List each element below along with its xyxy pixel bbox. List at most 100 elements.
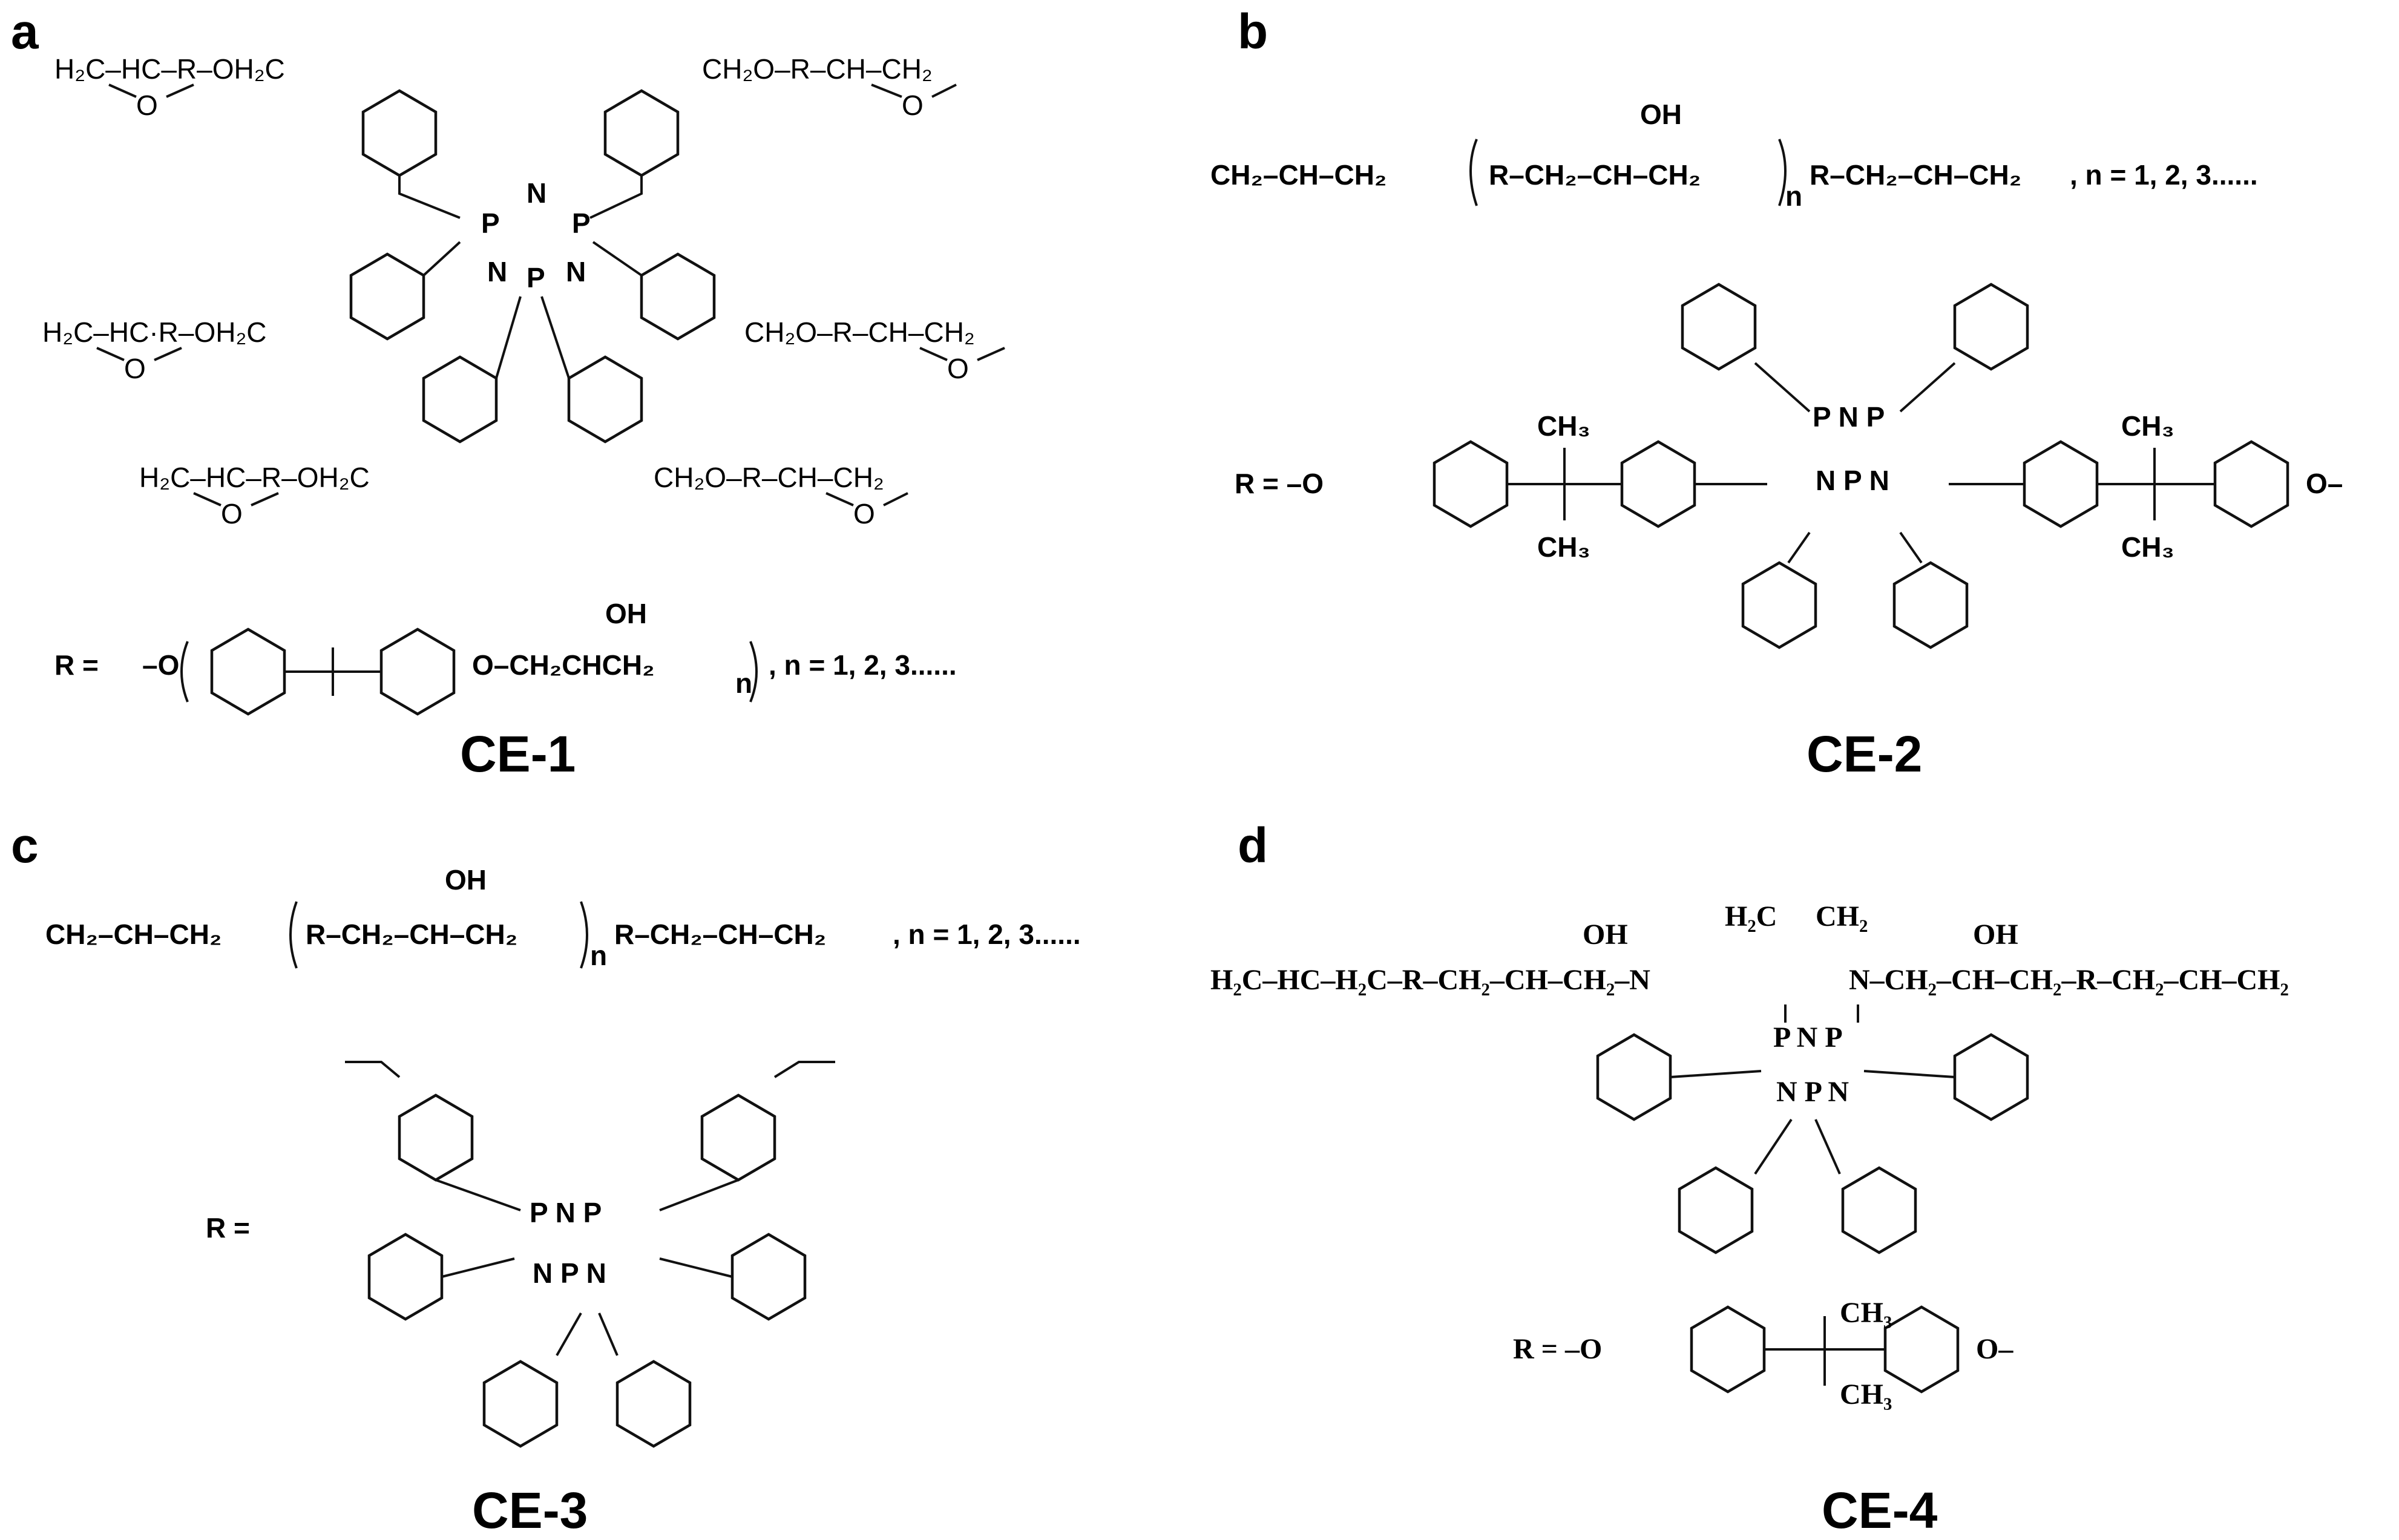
caption-ce-1: CE-1 xyxy=(460,726,576,782)
benzene-ring xyxy=(2213,440,2289,528)
benzene-ring xyxy=(379,627,456,716)
methyl-bottom: CH₃ xyxy=(1537,531,1590,563)
epoxide-rings: O O O O O O xyxy=(96,84,1005,529)
epoxide-oxygen: O xyxy=(947,353,969,384)
caption-ce-2: CE-2 xyxy=(1807,726,1922,782)
benzene-ring xyxy=(1620,440,1696,528)
phosphorus-atom: P xyxy=(527,262,545,293)
benzene-ring xyxy=(1596,1033,1672,1121)
r-definition-d: R = –O CH₃ CH₃ O– xyxy=(1513,1297,2013,1411)
r-equals-label: R = xyxy=(206,1212,250,1243)
benzene-ring xyxy=(1841,1166,1917,1254)
epoxy-group-top-left: H₂C–HC–R–OH₂C xyxy=(54,53,285,85)
nitrogen-atom: N xyxy=(527,177,546,209)
backbone-left: CH₂–CH–CH₂ xyxy=(1210,159,1387,191)
repeat-n: n xyxy=(590,940,607,971)
phosphorus-atom: P xyxy=(481,208,500,239)
benzene-ring xyxy=(615,1360,692,1448)
hydroxyl-label: OH xyxy=(1973,919,2018,951)
phosphazene-ring-c: P N P xyxy=(530,1197,602,1228)
panel-letter-a: a xyxy=(11,4,39,59)
benzene-ring xyxy=(210,627,286,716)
repeat-n: n xyxy=(1785,180,1802,212)
epoxy-group-top-right: CH₂O–R–CH–CH₂ xyxy=(702,53,933,85)
backbone-right: N–CH₂–CH–CH₂–R–CH₂–CH–CH₂ xyxy=(1849,964,2289,996)
phosphazene-ring-d: P N P xyxy=(1773,1021,1843,1053)
r-end-oxygen: O– xyxy=(1976,1333,2013,1365)
phosphazene-ring-b-lower: N P N xyxy=(1816,465,1889,496)
panel-letter-b: b xyxy=(1238,4,1268,59)
epoxide-oxygen: O xyxy=(902,90,924,121)
nitrogen-atom: N xyxy=(487,256,507,287)
backbone-left: H₂C–HC–H₂C–R–CH₂–CH–CH₂–N xyxy=(1210,964,1650,996)
benzene-ring xyxy=(482,1360,559,1448)
phosphazene-ring-b: P N P xyxy=(1813,401,1885,433)
benzene-ring xyxy=(2023,440,2099,528)
epoxy-group-bottom-left: H₂C–HC–R–OH₂C xyxy=(139,462,370,493)
repeat-note: , n = 1, 2, 3...... xyxy=(769,649,957,681)
benzene-ring xyxy=(1433,440,1509,528)
benzene-ring xyxy=(1678,1166,1754,1254)
backbone-left: CH₂–CH–CH₂ xyxy=(45,919,222,950)
benzene-ring xyxy=(1953,1033,2029,1121)
backbone-right: R–CH₂–CH–CH₂ xyxy=(614,919,826,950)
methyl-top: CH₃ xyxy=(1840,1297,1892,1329)
hydroxyl-label: OH xyxy=(1583,919,1628,951)
benzene-ring xyxy=(1741,561,1817,649)
methyl-top: CH₃ xyxy=(1537,410,1590,442)
caption-ce-4: CE-4 xyxy=(1822,1482,1938,1539)
repeat-note: , n = 1, 2, 3...... xyxy=(2070,159,2258,191)
benzene-ring xyxy=(1681,283,1757,371)
panel-a: a H₂C–HC–R–OH₂C CH₂O–R–CH–CH₂ H₂C–HC·R–O… xyxy=(11,4,1005,782)
panel-letter-d: d xyxy=(1238,818,1268,873)
cyclotriphosphazene-core: P P P N N N xyxy=(398,175,643,379)
phosphazene-ring-c-lower: N P N xyxy=(533,1257,606,1289)
benzene-ring xyxy=(1883,1305,1960,1394)
r-chain: O–CH₂CHCH₂ xyxy=(472,649,655,681)
epoxy-group-mid-left: H₂C–HC·R–OH₂C xyxy=(42,316,267,348)
bridge-left: H₂C xyxy=(1725,900,1777,932)
r-equals-label: R = xyxy=(54,649,99,681)
methyl-bottom: CH₃ xyxy=(2121,531,2174,563)
methyl-bottom: CH₃ xyxy=(1840,1378,1892,1411)
phosphazene-ring-d-lower: N P N xyxy=(1776,1076,1849,1108)
r-start-oxygen: –O xyxy=(142,649,179,681)
r-equals-label: R = –O xyxy=(1513,1333,1602,1365)
bridge-right: CH₂ xyxy=(1816,900,1868,932)
benzene-ring xyxy=(730,1233,807,1321)
r-end-oxygen: O– xyxy=(2306,468,2343,499)
epoxide-oxygen: O xyxy=(853,498,875,529)
r-definition-c: R = P N P N P N xyxy=(206,1061,835,1448)
hydroxyl-label: OH xyxy=(445,864,487,896)
epoxy-group-mid-right: CH₂O–R–CH–CH₂ xyxy=(744,316,975,348)
backbone-right: R–CH₂–CH–CH₂ xyxy=(1810,159,2021,191)
hydroxyl-label: OH xyxy=(605,598,647,629)
benzene-ring xyxy=(1892,561,1969,649)
caption-ce-3: CE-3 xyxy=(472,1482,588,1539)
epoxide-oxygen: O xyxy=(221,498,243,529)
repeat-n: n xyxy=(735,667,752,699)
repeat-note: , n = 1, 2, 3...... xyxy=(893,919,1081,950)
phosphorus-atom: P xyxy=(572,208,591,239)
epoxy-group-bottom-right: CH₂O–R–CH–CH₂ xyxy=(654,462,884,493)
hydroxyl-label: OH xyxy=(1640,99,1682,130)
epoxide-oxygen: O xyxy=(124,353,146,384)
backbone-inner: R–CH₂–CH–CH₂ xyxy=(306,919,517,950)
benzene-ring xyxy=(1690,1305,1766,1394)
benzene-ring xyxy=(367,1233,444,1321)
epoxide-oxygen: O xyxy=(136,90,158,121)
panel-letter-c: c xyxy=(11,818,39,873)
nitrogen-atom: N xyxy=(566,256,586,287)
benzene-ring xyxy=(1953,283,2029,371)
r-core-d: P N P N P N xyxy=(1596,1004,2029,1254)
r-definition-a: R = –O O–CH₂CHCH₂ OH n , n = 1, 2, 3....… xyxy=(54,598,957,716)
r-definition-b: R = –O CH₃ CH₃ CH₃ CH₃ O– P N P N P N xyxy=(1235,283,2343,649)
panel-c: c CH₂–CH–CH₂ R–CH₂–CH–CH₂ OH n R–CH₂–CH–… xyxy=(11,818,1081,1539)
panel-b: b CH₂–CH–CH₂ R–CH₂–CH–CH₂ OH n R–CH₂–CH–… xyxy=(1210,4,2343,782)
r-equals-label: R = –O xyxy=(1235,468,1324,499)
backbone-inner: R–CH₂–CH–CH₂ xyxy=(1489,159,1701,191)
methyl-top: CH₃ xyxy=(2121,410,2174,442)
panel-d: d H₂C–HC–H₂C–R–CH₂–CH–CH₂–N N–CH₂–CH–CH₂… xyxy=(1210,818,2289,1539)
